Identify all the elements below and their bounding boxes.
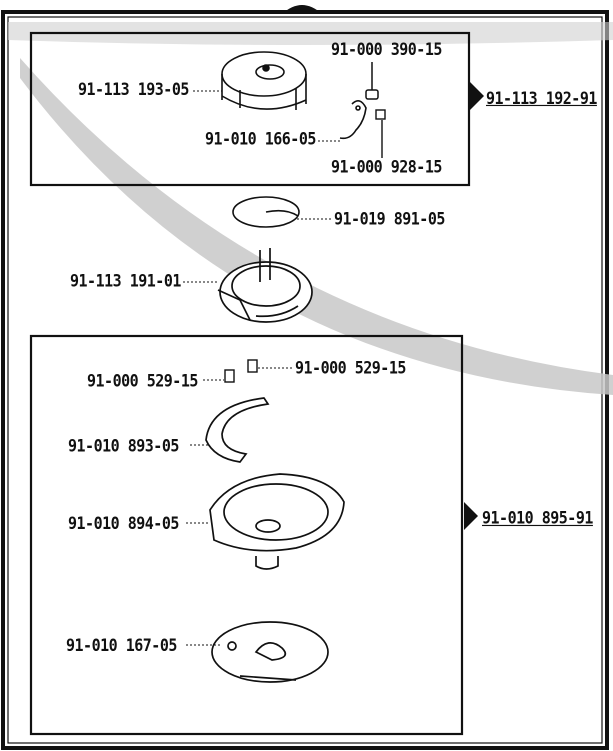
arrow-bottom-assembly bbox=[464, 502, 478, 530]
label-gib: 91-010 893-05 bbox=[68, 435, 179, 457]
hook-body-part bbox=[217, 248, 313, 323]
top-notch bbox=[282, 5, 322, 14]
hook-base-part bbox=[209, 473, 345, 570]
label-screw-small: 91-000 928-15 bbox=[331, 156, 442, 178]
label-screw-left: 91-000 529-15 bbox=[87, 370, 198, 392]
washer-part bbox=[232, 196, 300, 228]
screw-left-part bbox=[224, 369, 235, 383]
watermark-swoosh bbox=[20, 58, 613, 395]
screw-top-part bbox=[365, 62, 379, 100]
bobbin-case-top-part bbox=[221, 51, 307, 110]
top-assembly-box bbox=[29, 31, 471, 187]
cover-plate-part bbox=[211, 621, 329, 683]
label-bobbin-case-top: 91-113 193-05 bbox=[78, 78, 189, 100]
latch-spring-part bbox=[339, 100, 367, 140]
arrow-top-assembly bbox=[470, 82, 484, 110]
gib-part bbox=[205, 397, 270, 463]
label-washer: 91-019 891-05 bbox=[334, 208, 445, 230]
label-hook-base: 91-010 894-05 bbox=[68, 512, 179, 534]
label-assembly-top: 91-113 192-91 bbox=[486, 87, 597, 109]
leader-lines bbox=[183, 90, 342, 646]
bottom-assembly-box bbox=[29, 334, 464, 736]
screw-right-part bbox=[247, 359, 258, 373]
label-cover-plate: 91-010 167-05 bbox=[66, 634, 177, 656]
label-hook-body: 91-113 191-01 bbox=[70, 270, 181, 292]
label-latch-spring: 91-010 166-05 bbox=[205, 128, 316, 150]
screw-small-part bbox=[375, 109, 386, 158]
label-screw-right: 91-000 529-15 bbox=[295, 357, 406, 379]
label-assembly-bottom: 91-010 895-91 bbox=[482, 507, 593, 529]
label-screw-top: 91-000 390-15 bbox=[331, 38, 442, 60]
